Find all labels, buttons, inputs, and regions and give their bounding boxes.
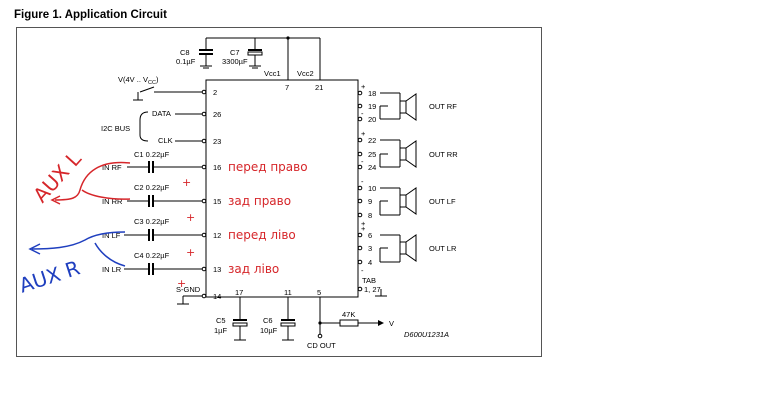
plus-mark: +: [177, 277, 186, 290]
out-pin: 24: [368, 163, 376, 172]
input-note: перед ліво: [228, 228, 296, 242]
v-label: V(4V .. V: [118, 75, 148, 84]
i2c-bus: DATA 26 CLK 23 I2C BUS: [101, 109, 221, 146]
c8-value: 0.1µF: [176, 57, 196, 66]
output-lf: 10 9 8 - + OUT LF: [357, 177, 456, 228]
bottom-cdout: 5 CD OUT 47K V: [307, 288, 394, 350]
v-close: ): [156, 75, 159, 84]
input-pin: 15: [213, 197, 221, 206]
s-gnd: S-GND 14: [176, 285, 221, 305]
out-sign: +: [361, 224, 366, 233]
resistor-value: 47K: [342, 310, 355, 319]
vcc1-label: Vcc1: [264, 69, 281, 78]
bottom-c6: 11 C6 10µF: [260, 288, 296, 341]
out-sign: +: [361, 219, 366, 228]
pin-26: 26: [213, 110, 221, 119]
out-label: OUT RF: [429, 102, 457, 111]
output-rf: 18 19 20 + - OUT RF: [357, 82, 457, 124]
output-lr: 6 3 4 + - OUT LR: [357, 224, 457, 275]
input-label: IN LF: [102, 231, 121, 240]
diagram-frame: [16, 27, 542, 357]
aux-r-label: AUX R: [16, 255, 83, 297]
out-sign: -: [361, 177, 364, 186]
input-pin: 12: [213, 231, 221, 240]
sgnd-label: S-GND: [176, 285, 201, 294]
pin-17: 17: [235, 288, 243, 297]
input-note: зад ліво: [228, 262, 279, 276]
c6-value: 10µF: [260, 326, 278, 335]
out-pin: 19: [368, 102, 376, 111]
c6-name: C6: [263, 316, 273, 325]
pin-21: 21: [315, 83, 323, 92]
input-cap: C1 0.22µF: [134, 150, 170, 159]
input-lf: IN LF C3 0.22µF 12 перед ліво: [102, 217, 296, 242]
input-cap: C2 0.22µF: [134, 183, 170, 192]
input-rf: IN RF C1 0.22µF 16 перед право: [102, 150, 308, 174]
pin-11: 11: [284, 288, 292, 297]
out-sign: -: [361, 157, 364, 166]
input-label: IN LR: [102, 265, 122, 274]
pin-5: 5: [317, 288, 321, 297]
pin-7: 7: [285, 83, 289, 92]
plus-mark: +: [186, 246, 195, 259]
clk-label: CLK: [158, 136, 173, 145]
out-pin: 3: [368, 244, 372, 253]
out-pin: 18: [368, 89, 376, 98]
tab-ground: 1, 27 TAB: [357, 276, 387, 297]
input-cap: C4 0.22µF: [134, 251, 170, 260]
c5-value: 1µF: [214, 326, 227, 335]
input-pin: 16: [213, 163, 221, 172]
input-lr: IN LR C4 0.22µF 13 зад ліво: [102, 251, 279, 276]
input-cap: C3 0.22µF: [134, 217, 170, 226]
out-pin: 22: [368, 136, 376, 145]
plus-mark: +: [182, 176, 191, 189]
c8-name: C8: [180, 48, 190, 57]
input-note: перед право: [228, 160, 308, 174]
cd-out-label: CD OUT: [307, 341, 336, 350]
out-sign: +: [361, 82, 366, 91]
out-sign: -: [361, 266, 364, 275]
data-label: DATA: [152, 109, 171, 118]
out-label: OUT LR: [429, 244, 457, 253]
c5-name: C5: [216, 316, 226, 325]
out-label: OUT RR: [429, 150, 458, 159]
input-pin: 13: [213, 265, 221, 274]
pin-2: 2: [213, 88, 217, 97]
out-pin: 25: [368, 150, 376, 159]
out-pin: 8: [368, 211, 372, 220]
bottom-c5: 17 C5 1µF: [214, 288, 248, 341]
out-pin: 9: [368, 197, 372, 206]
out-pin: 4: [368, 258, 372, 267]
out-pin: 10: [368, 184, 376, 193]
out-pin: 20: [368, 115, 376, 124]
svg-text:V(4V .. VCC): V(4V .. VCC): [118, 75, 159, 86]
out-sign: -: [361, 109, 364, 118]
tab-pin: 1, 27: [364, 285, 381, 294]
v-sub: CC: [148, 80, 156, 86]
vcc2-label: Vcc2: [297, 69, 314, 78]
out-sign: +: [361, 129, 366, 138]
out-label: OUT LF: [429, 197, 456, 206]
out-pin: 6: [368, 231, 372, 240]
resistor-out: V: [389, 319, 394, 328]
pin-14: 14: [213, 292, 221, 301]
input-rr: IN RR C2 0.22µF 15 зад право: [102, 183, 291, 208]
pin-23: 23: [213, 137, 221, 146]
c7-name: C7: [230, 48, 240, 57]
drawing-code: D600U1231A: [404, 330, 449, 339]
output-rr: 22 25 24 + - OUT RR: [357, 129, 458, 172]
input-note: зад право: [228, 194, 291, 208]
tab-label: TAB: [362, 276, 376, 285]
c7-value: 3300µF: [222, 57, 248, 66]
input-label: IN RR: [102, 197, 123, 206]
supply-caps: C8 0.1µF C7 3300µF Vcc1 Vcc2 7 21: [176, 36, 323, 92]
standby-switch: V(4V .. VCC) 2: [118, 75, 217, 101]
plus-mark: +: [186, 211, 195, 224]
figure-title: Figure 1. Application Circuit: [14, 9, 167, 21]
i2c-bus-label: I2C BUS: [101, 124, 130, 133]
input-label: IN RF: [102, 163, 122, 172]
